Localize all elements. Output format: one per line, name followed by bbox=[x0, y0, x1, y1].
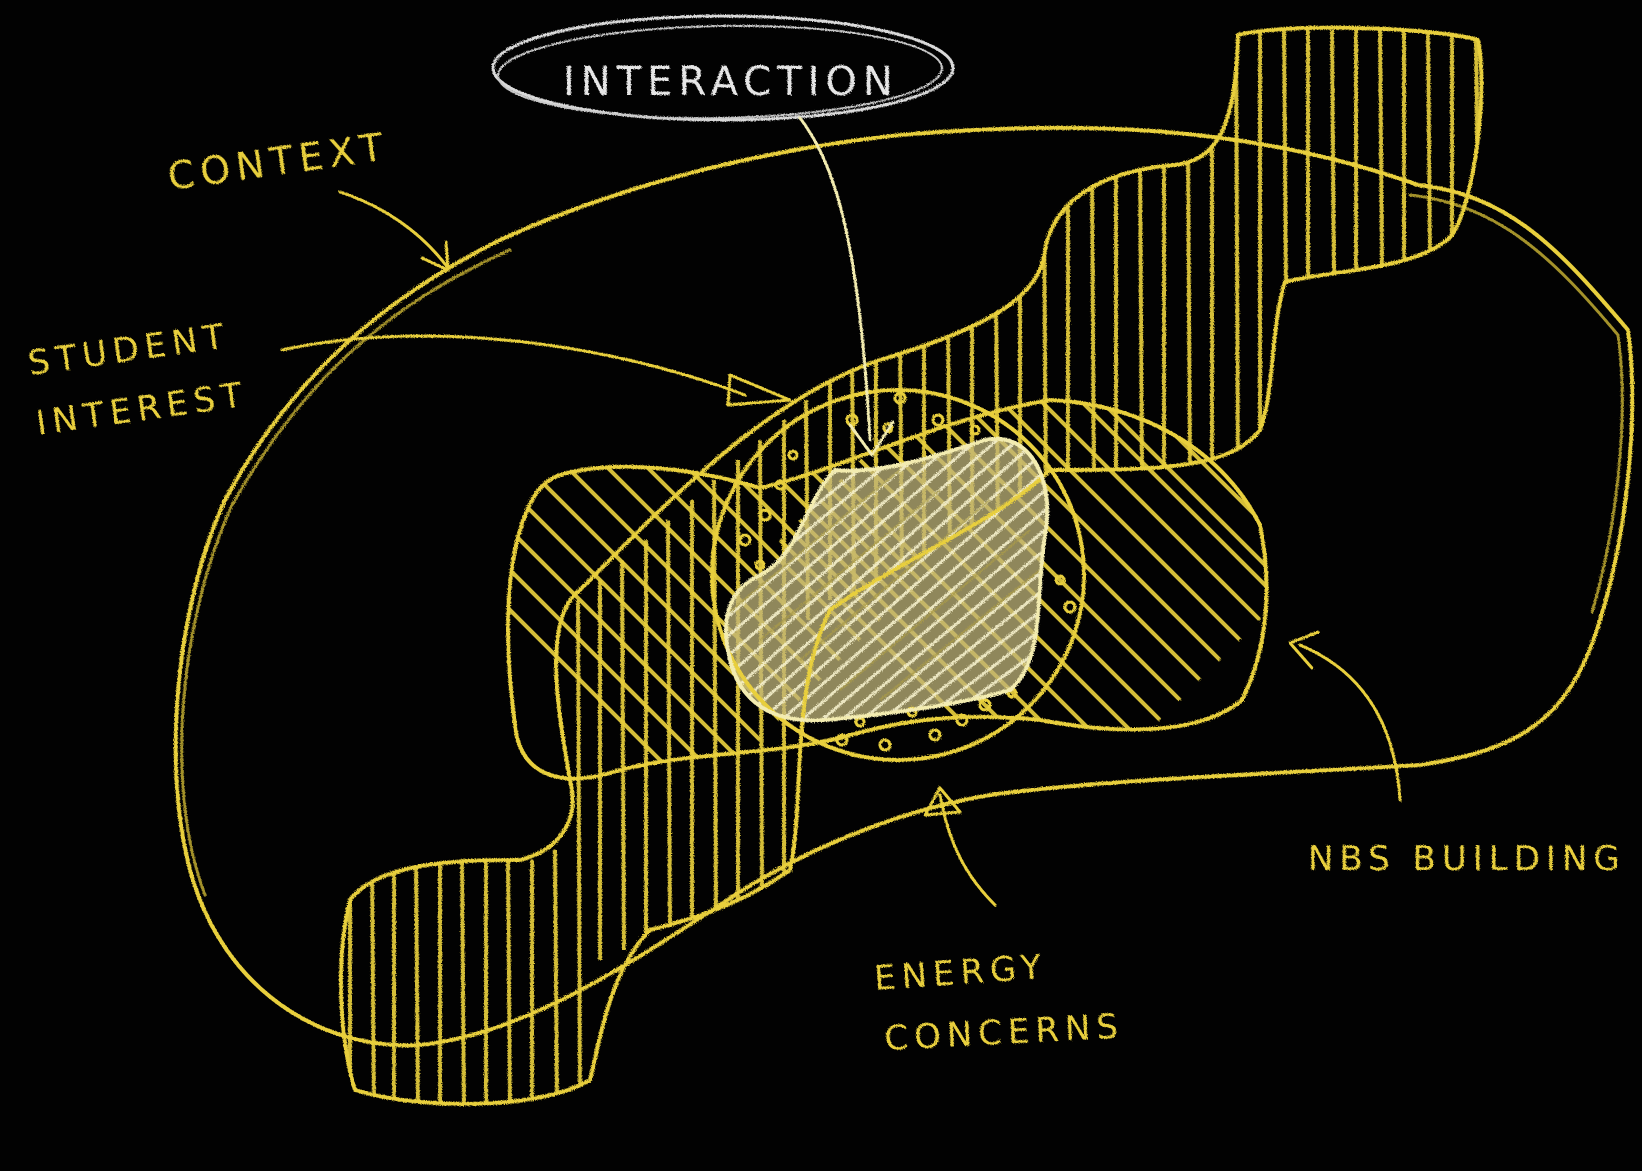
outline-layer bbox=[173, 14, 1635, 1106]
building-outline bbox=[338, 25, 1484, 1106]
energy-concerns-label-2: CONCERNS bbox=[883, 1006, 1125, 1058]
energy-concerns-arrow bbox=[938, 793, 997, 907]
student-interest-outline bbox=[710, 388, 1086, 762]
context-outline bbox=[173, 125, 1635, 1048]
nbs-building-arrow bbox=[1298, 643, 1402, 802]
energy-outline bbox=[506, 398, 1269, 781]
context-arrow bbox=[338, 190, 450, 270]
nbs-building-label: NBS BUILDING bbox=[1308, 839, 1626, 879]
interaction-oval bbox=[491, 14, 955, 122]
context-label: CONTEXT bbox=[165, 124, 392, 199]
interaction-arrow bbox=[798, 116, 872, 442]
interaction-outline bbox=[723, 436, 1050, 723]
student-interest-label-2: INTEREST bbox=[34, 375, 251, 444]
student-interest-arrow bbox=[280, 334, 747, 397]
energy-concerns-label-1: ENERGY bbox=[873, 947, 1049, 999]
hatch-layer bbox=[348, 29, 1480, 1104]
student-interest-label-1: STUDENT bbox=[26, 316, 233, 384]
interaction-label: INTERACTION bbox=[563, 59, 899, 105]
